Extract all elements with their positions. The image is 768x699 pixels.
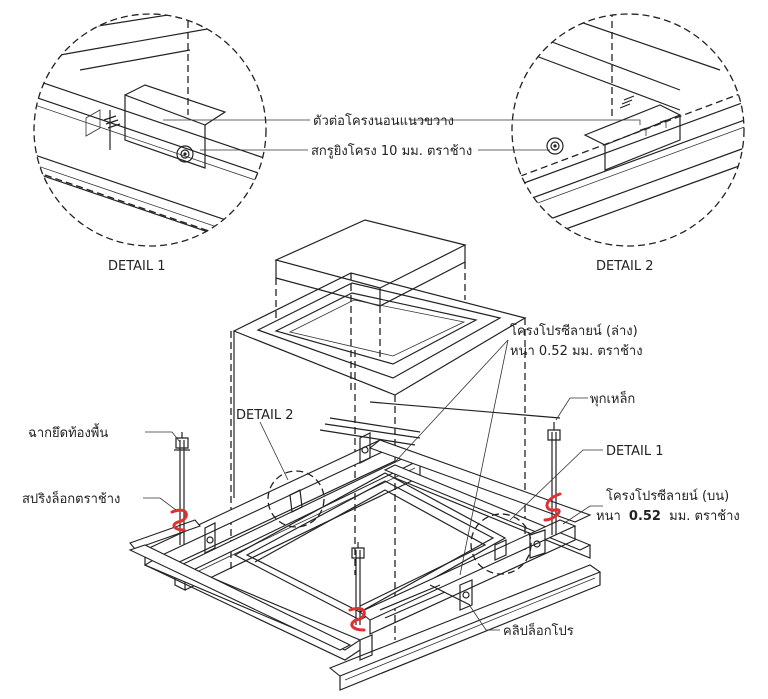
detail-1-magnified-view: [33, 13, 267, 247]
lower-channel-label-line1: โครงโปรซีลายน์ (ล่าง): [510, 323, 638, 339]
upper-channel-label-line1: โครงโปรซีลายน์ (บน): [606, 488, 729, 504]
access-panel-box: [230, 219, 527, 640]
detail-1-main-label: DETAIL 1: [606, 444, 664, 459]
clip-lock-label: คลิปล็อกโปร: [503, 621, 574, 639]
floor-anchor-label: ฉากยึดท้องพื้น: [28, 423, 108, 441]
upper-channel-label-line2: หนา 0.52 มม. ตราช้าง: [596, 509, 740, 524]
spring-locks: [170, 492, 562, 632]
screw-label: สกรูยิงโครง 10 มม. ตราช้าง: [311, 143, 472, 159]
detail-2-main-label: DETAIL 2: [236, 408, 294, 423]
detail-1-top-label: DETAIL 1: [108, 259, 166, 274]
detail-2-top-label: DETAIL 2: [596, 259, 654, 274]
lower-channel-label-line2: หนา 0.52 มม. ตราช้าง: [510, 344, 643, 359]
clip-connectors: [204, 432, 546, 661]
ceiling-grid: [128, 401, 602, 691]
detail-1-marker: [470, 513, 532, 575]
spring-lock-label: สปริงล็อกตราช้าง: [22, 489, 120, 507]
cross-connector-label: ตัวต่อโครงนอนแนวขวาง: [313, 113, 454, 129]
detail-2-marker: [267, 470, 325, 528]
upper-channel-label-bold: 0.52: [629, 509, 661, 524]
top-callout-leaders: [163, 119, 641, 151]
upper-channel-label-prefix: หนา: [596, 509, 621, 524]
main-callout-leaders: [143, 339, 603, 631]
detail-2-magnified-view: [511, 13, 745, 247]
upper-channel-label-suffix: มม. ตราช้าง: [669, 509, 740, 524]
rod-hanger-label: พุกเหล็ก: [590, 389, 635, 407]
